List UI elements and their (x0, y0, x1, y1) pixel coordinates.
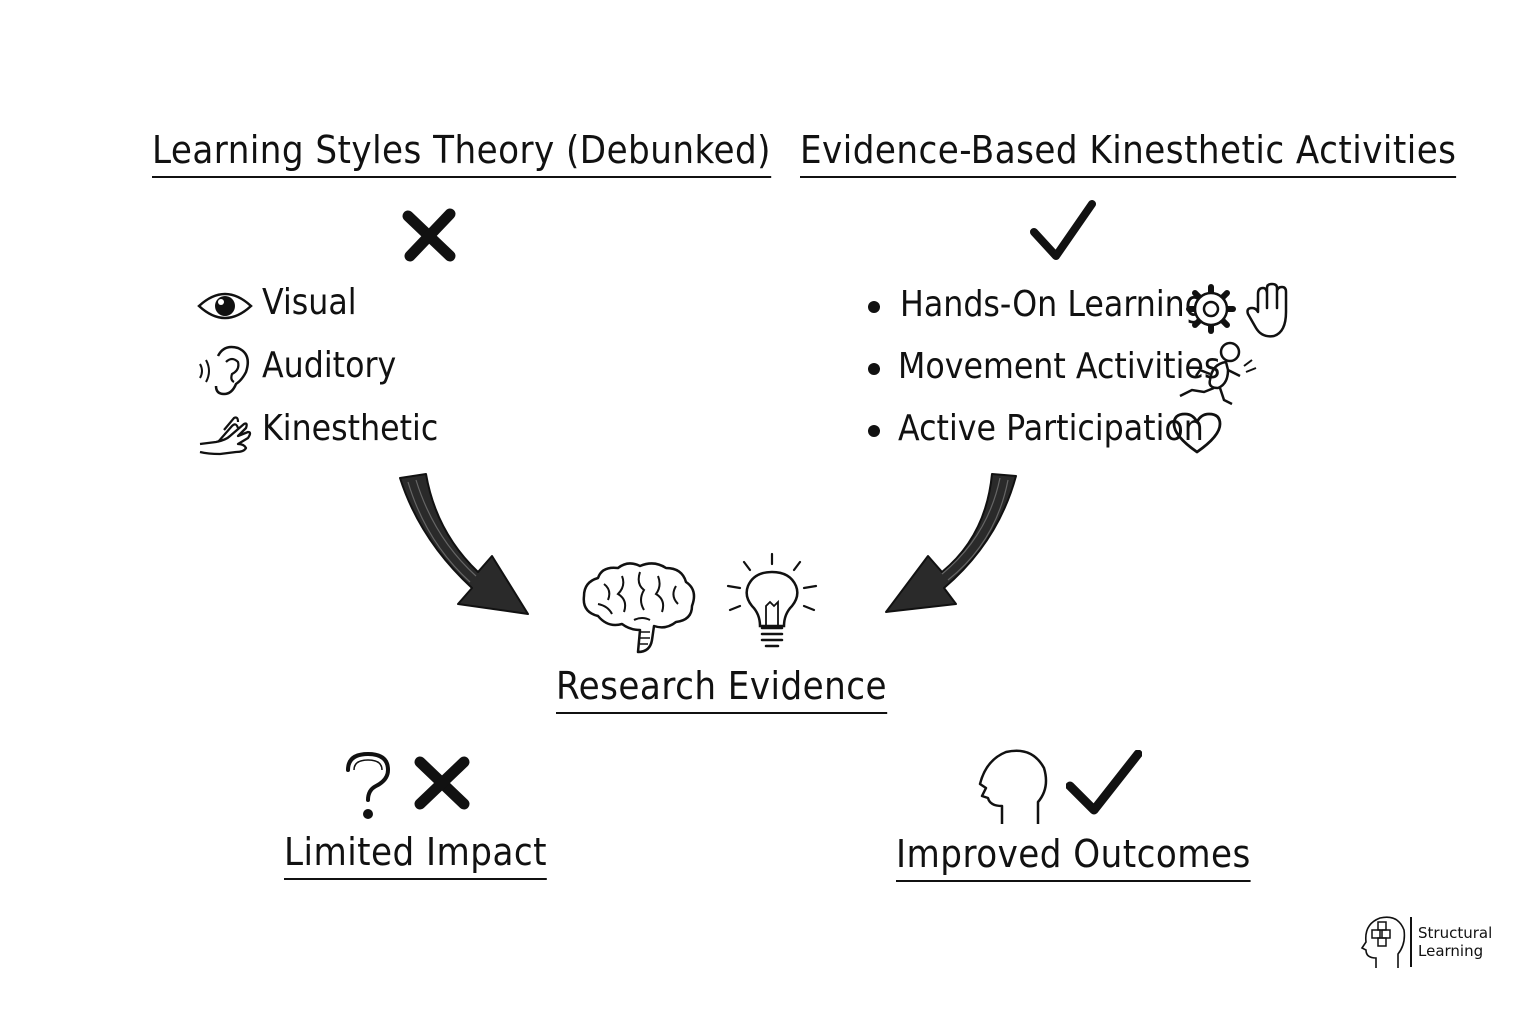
cross-icon (414, 756, 470, 810)
head-profile-icon (972, 744, 1052, 828)
lightbulb-icon (724, 552, 820, 656)
right-heading: Evidence-Based Kinesthetic Activities (800, 128, 1457, 178)
bullet (868, 301, 880, 313)
check-icon (1066, 750, 1142, 816)
item-hands-on-label: Hands-On Learning (900, 284, 1205, 325)
bullet (868, 425, 880, 437)
arrow-left-to-center (396, 472, 536, 622)
item-participation-label: Active Participation (898, 408, 1204, 449)
eye-icon (196, 286, 254, 326)
brain-icon (578, 560, 700, 656)
running-figure-icon (1174, 340, 1260, 410)
logo-line2: Learning (1418, 942, 1484, 960)
outcome-left-label: Limited Impact (284, 830, 547, 880)
hand-icon (196, 410, 254, 458)
logo-line1: Structural (1418, 924, 1493, 942)
bullet (868, 363, 880, 375)
outcome-right-label: Improved Outcomes (896, 832, 1251, 882)
item-visual-label: Visual (262, 282, 357, 323)
logo-head-icon (1360, 914, 1408, 970)
check-icon (1030, 200, 1096, 262)
structural-learning-logo: Structural Learning (1360, 914, 1492, 970)
logo-divider (1410, 917, 1412, 967)
cross-icon (402, 208, 456, 262)
left-heading: Learning Styles Theory (Debunked) (152, 128, 771, 178)
gear-icon (1186, 284, 1236, 334)
item-kinesthetic-label: Kinesthetic (262, 408, 439, 449)
item-auditory-label: Auditory (262, 345, 397, 386)
raised-hand-icon (1244, 282, 1296, 340)
ear-icon (196, 344, 254, 398)
item-movement-label: Movement Activities (898, 346, 1221, 387)
heart-icon (1170, 410, 1224, 456)
arrow-right-to-center (880, 472, 1020, 622)
center-label: Research Evidence (556, 664, 888, 714)
question-mark-icon (340, 750, 396, 822)
